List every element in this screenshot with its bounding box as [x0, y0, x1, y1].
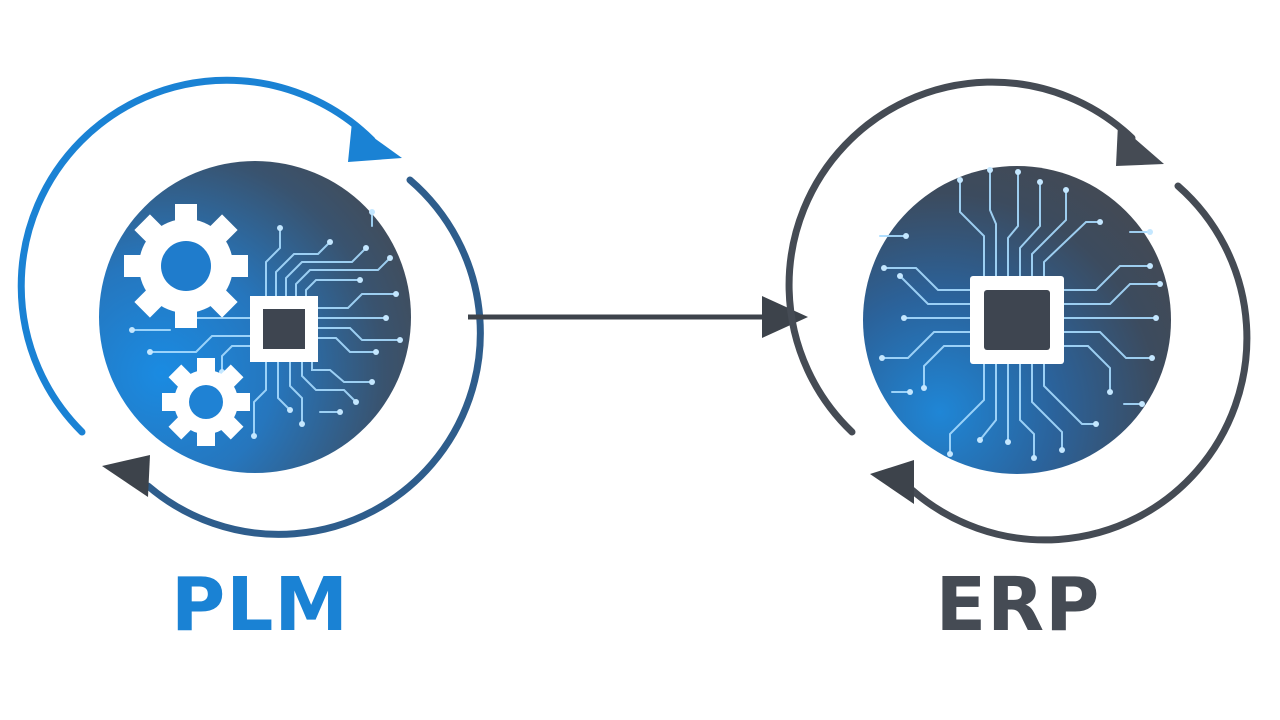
large-gear-icon	[124, 204, 248, 328]
plm-cycle-icon	[17, 76, 484, 538]
erp-cycle-icon	[785, 78, 1251, 544]
plm-circuit-traces	[131, 211, 401, 437]
plm-label: PLM	[170, 562, 350, 648]
plm-chip-icon	[250, 296, 318, 362]
small-gear-icon	[162, 358, 250, 446]
erp-circuit-nodes	[879, 167, 1163, 461]
erp-label: ERP	[935, 562, 1101, 648]
plm-to-erp-arrow	[468, 296, 808, 338]
erp-circuit-traces	[879, 169, 1161, 459]
erp-node	[785, 78, 1251, 544]
plm-node	[17, 76, 484, 538]
erp-chip-icon	[970, 276, 1064, 364]
